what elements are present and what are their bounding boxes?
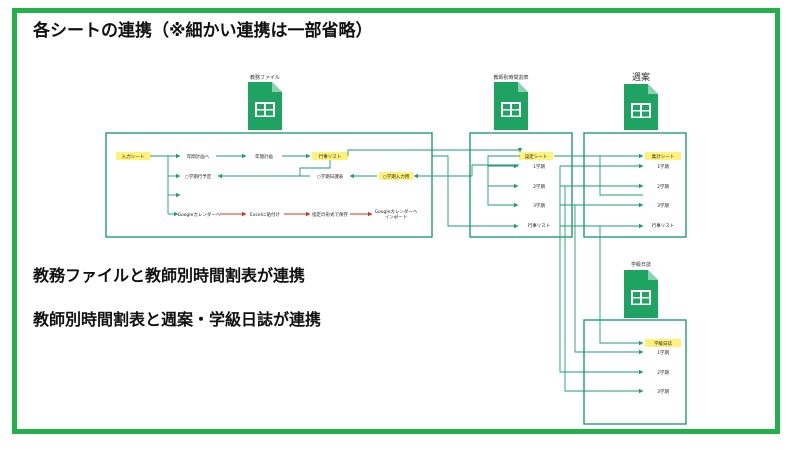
google-sheets-icon xyxy=(624,270,658,318)
node-settings: 設定シート xyxy=(525,153,548,160)
node-diary-term2: 2学期 xyxy=(657,369,669,376)
node-gcal-to: Googleカレンダーへ xyxy=(178,211,221,218)
kyomu-file-box xyxy=(105,132,433,238)
node-teacher-term1: 1学期 xyxy=(533,163,545,170)
highlight xyxy=(645,152,681,160)
highlight xyxy=(379,172,413,180)
node-diary-term1: 1学期 xyxy=(657,349,669,356)
node-teacher-row-list: 行事リスト xyxy=(528,222,551,229)
node-weekly-term3: 3学期 xyxy=(657,202,669,209)
outer-frame xyxy=(12,8,780,434)
node-teacher-term3: 3学期 xyxy=(533,202,545,209)
page-title: 各シートの連携（※細かい連携は一部省略） xyxy=(33,21,373,41)
kyomu-connectors xyxy=(150,153,377,217)
teacher-file-box xyxy=(469,132,573,238)
node-annual-plan: 年間計画 xyxy=(255,153,273,160)
node-tally: 集計シート xyxy=(652,153,675,160)
node-weekly-row-list: 行事リスト xyxy=(652,222,675,229)
node-term-input: ○学期入力用 xyxy=(383,173,409,180)
highlight xyxy=(645,339,681,347)
kyomu-file-label: 教務ファイル xyxy=(250,74,280,81)
node-diary-sheet: 学級日誌 xyxy=(654,340,672,347)
highlight xyxy=(312,152,348,160)
google-sheets-icon xyxy=(494,82,528,130)
node-weekly-term1: 1学期 xyxy=(657,163,669,170)
node-excel-paste: Excelに貼付け xyxy=(250,211,280,218)
google-sheets-icon xyxy=(248,82,282,130)
node-weekly-term2: 2学期 xyxy=(657,183,669,190)
teacher-file-label: 教師別時間割表 xyxy=(493,74,528,81)
node-gcal-import: Googleカレンダーへインポート xyxy=(375,208,418,221)
node-annual-plan-in: 年間計画へ xyxy=(187,153,210,160)
highlight xyxy=(116,152,150,160)
cross-file-connectors xyxy=(347,147,644,394)
google-sheets-icon xyxy=(624,84,658,130)
weekly-file-label: 週案 xyxy=(632,71,650,83)
node-term-daily: ○学期日課表 xyxy=(317,173,344,180)
description-line-2: 教師別時間割表と週案・学級日誌が連携 xyxy=(33,310,322,329)
highlight xyxy=(519,152,553,160)
description-line-1: 教務ファイルと教師別時間割表が連携 xyxy=(33,266,306,285)
node-input-sheet: 入力シート xyxy=(122,153,145,160)
weekly-file-box xyxy=(583,132,687,238)
node-row-list: 行事リスト xyxy=(319,153,342,160)
node-format-save: 指定の形式で保存 xyxy=(312,211,348,218)
node-diary-term3: 3学期 xyxy=(657,388,669,395)
diary-file-label: 学級日誌 xyxy=(631,261,651,268)
node-teacher-term2: 2学期 xyxy=(533,183,545,190)
node-term-schedule: ○学期行予定 xyxy=(185,173,212,180)
